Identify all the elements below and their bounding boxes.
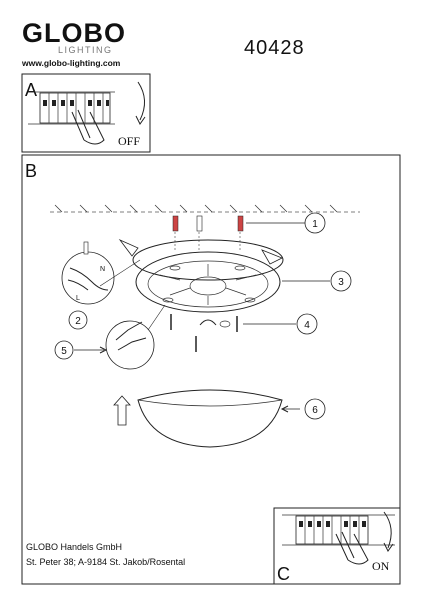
- arrow-curve-icon: [383, 511, 392, 549]
- up-arrow-icon: [113, 395, 131, 426]
- switch-off-label: OFF: [118, 134, 140, 148]
- footer-company: GLOBO Handels GmbH: [26, 542, 123, 552]
- arrow-curve-icon: [137, 81, 145, 121]
- fuse-box-c: [282, 514, 395, 546]
- fuse-box-a: [28, 91, 115, 125]
- brand-logo: GLOBO: [22, 18, 126, 48]
- callout-6: 6: [312, 405, 318, 416]
- switch-on-label: ON: [372, 559, 390, 573]
- wire-neutral-label: N: [100, 266, 105, 273]
- panel-b-label: B: [25, 161, 37, 181]
- hand-icon: [335, 531, 369, 565]
- hand-icon: [71, 109, 105, 145]
- callout-5: 5: [61, 346, 67, 357]
- arrow-head-icon: [280, 405, 289, 413]
- callout-2: 2: [75, 316, 81, 327]
- callout-3: 3: [338, 277, 344, 288]
- callout-circle-2: [68, 310, 88, 330]
- wiring-leader-line: [99, 259, 141, 287]
- arrow-head-icon: [383, 542, 394, 552]
- callout-4: 4: [304, 320, 310, 331]
- callout-circle-3: [330, 270, 352, 292]
- screws: [170, 314, 238, 352]
- arrow-head-icon: [135, 115, 146, 125]
- connector-detail: [105, 304, 166, 370]
- callout-circle-4: [296, 313, 318, 335]
- mounting-plate: [118, 239, 284, 313]
- glass-shade: [137, 389, 283, 448]
- arrow-head-icon: [99, 346, 108, 354]
- brand-subtitle: LIGHTING: [58, 45, 113, 55]
- wall-plugs: [172, 215, 244, 250]
- callout-1: 1: [312, 219, 318, 230]
- footer-address: St. Peter 38; A-9184 St. Jakob/Rosental: [26, 557, 186, 567]
- website-url[interactable]: www.globo-lighting.com: [22, 58, 121, 68]
- callout-circle-1: [304, 212, 326, 234]
- callout-circle-6: [304, 398, 326, 420]
- panel-c-frame: [273, 507, 401, 585]
- ceiling: [50, 204, 360, 213]
- panel-c-label: C: [277, 564, 290, 584]
- wiring-detail: [61, 241, 115, 305]
- product-number: 40428: [244, 37, 305, 59]
- wire-live-label: L: [76, 295, 80, 302]
- panel-b-frame: [21, 154, 401, 585]
- panel-a-frame: [21, 73, 151, 153]
- callout-circle-5: [54, 340, 74, 360]
- panel-a-label: A: [25, 80, 37, 100]
